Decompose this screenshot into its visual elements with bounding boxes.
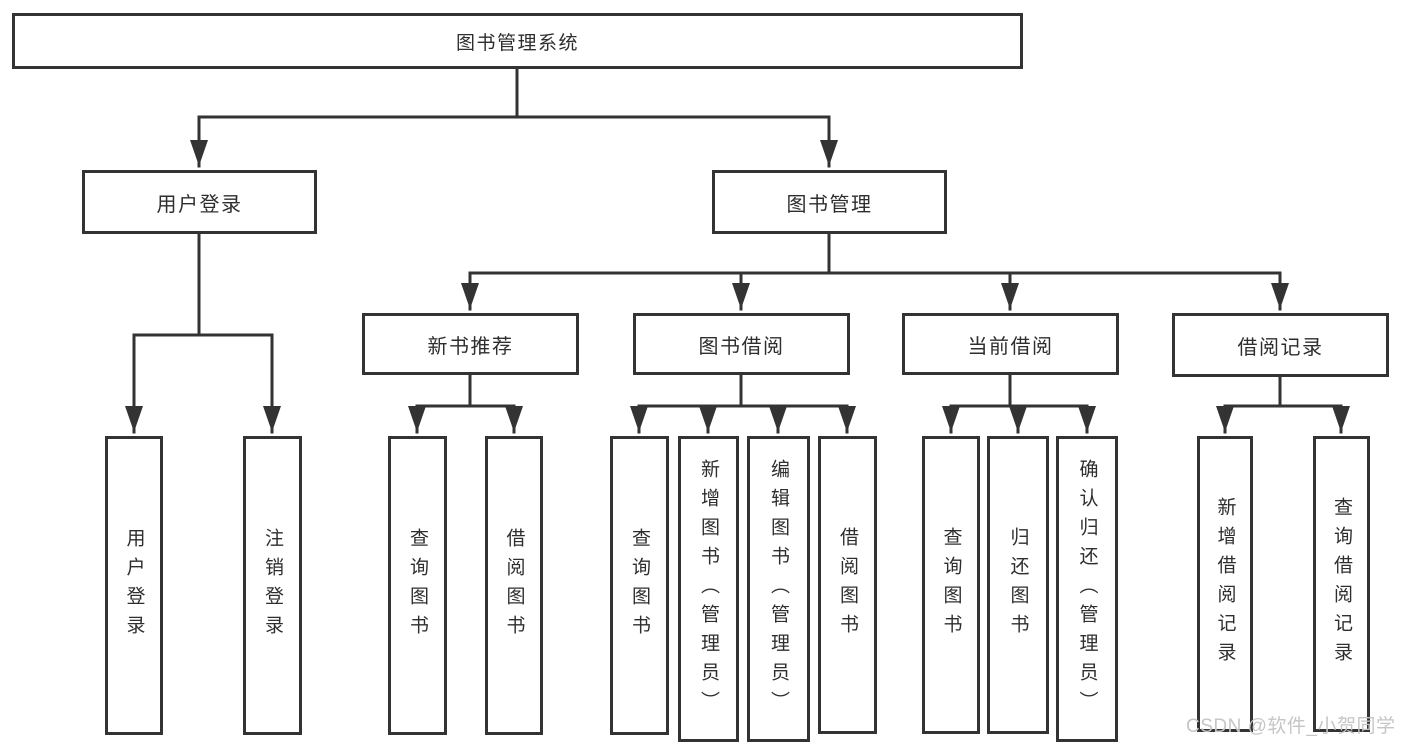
node-label: 编辑图书（管理员） bbox=[768, 458, 789, 720]
leaf-confirm-return-admin: 确认归还（管理员） bbox=[1056, 436, 1118, 742]
csdn-watermark: CSDN @软件_小贺同学 bbox=[1186, 716, 1396, 737]
leaf-edit-books-admin: 编辑图书（管理员） bbox=[747, 436, 810, 742]
node-label: 图书管理 bbox=[786, 193, 873, 216]
node-label: 当前借阅 bbox=[967, 335, 1054, 358]
leaf-query-books-2: 查询图书 bbox=[610, 436, 669, 735]
node-label: 查询图书 bbox=[629, 527, 650, 644]
node-label: 用户登录 bbox=[123, 527, 145, 644]
node-system-root: 图书管理系统 bbox=[12, 13, 1023, 69]
leaf-return-books: 归还图书 bbox=[987, 436, 1049, 734]
node-label: 借阅图书 bbox=[503, 527, 525, 644]
leaf-logout: 注销登录 bbox=[243, 436, 302, 735]
node-borrowing-records: 借阅记录 bbox=[1172, 313, 1389, 377]
node-label: 查询图书 bbox=[407, 527, 428, 644]
leaf-borrow-books-2: 借阅图书 bbox=[818, 436, 877, 734]
node-label: 图书管理系统 bbox=[455, 32, 579, 54]
leaf-add-books-admin: 新增图书（管理员） bbox=[678, 436, 739, 742]
node-label: 注销登录 bbox=[262, 527, 283, 644]
node-label: 图书借阅 bbox=[698, 335, 785, 358]
node-label: 查询图书 bbox=[940, 527, 962, 643]
node-current-borrowing: 当前借阅 bbox=[902, 313, 1119, 375]
leaf-query-borrow-record: 查询借阅记录 bbox=[1313, 436, 1370, 732]
node-label: 新增图书（管理员） bbox=[698, 458, 719, 720]
node-label: 新书推荐 bbox=[427, 335, 514, 358]
node-new-book-recommendation: 新书推荐 bbox=[362, 313, 579, 375]
node-user-login: 用户登录 bbox=[82, 170, 317, 234]
node-label: 确认归还（管理员） bbox=[1076, 458, 1098, 720]
leaf-user-login: 用户登录 bbox=[105, 436, 163, 735]
node-label: 查询借阅记录 bbox=[1331, 497, 1352, 671]
node-book-management: 图书管理 bbox=[712, 170, 947, 234]
node-label: 新增借阅记录 bbox=[1214, 497, 1236, 671]
node-label: 借阅图书 bbox=[837, 527, 858, 643]
leaf-add-borrow-record: 新增借阅记录 bbox=[1197, 436, 1253, 732]
leaf-query-books-3: 查询图书 bbox=[922, 436, 980, 734]
node-label: 归还图书 bbox=[1007, 527, 1029, 643]
node-label: 用户登录 bbox=[156, 193, 243, 216]
leaf-query-books-1: 查询图书 bbox=[388, 436, 447, 735]
node-label: 借阅记录 bbox=[1237, 336, 1324, 359]
node-book-borrowing: 图书借阅 bbox=[633, 313, 850, 375]
leaf-borrow-books-1: 借阅图书 bbox=[485, 436, 543, 735]
